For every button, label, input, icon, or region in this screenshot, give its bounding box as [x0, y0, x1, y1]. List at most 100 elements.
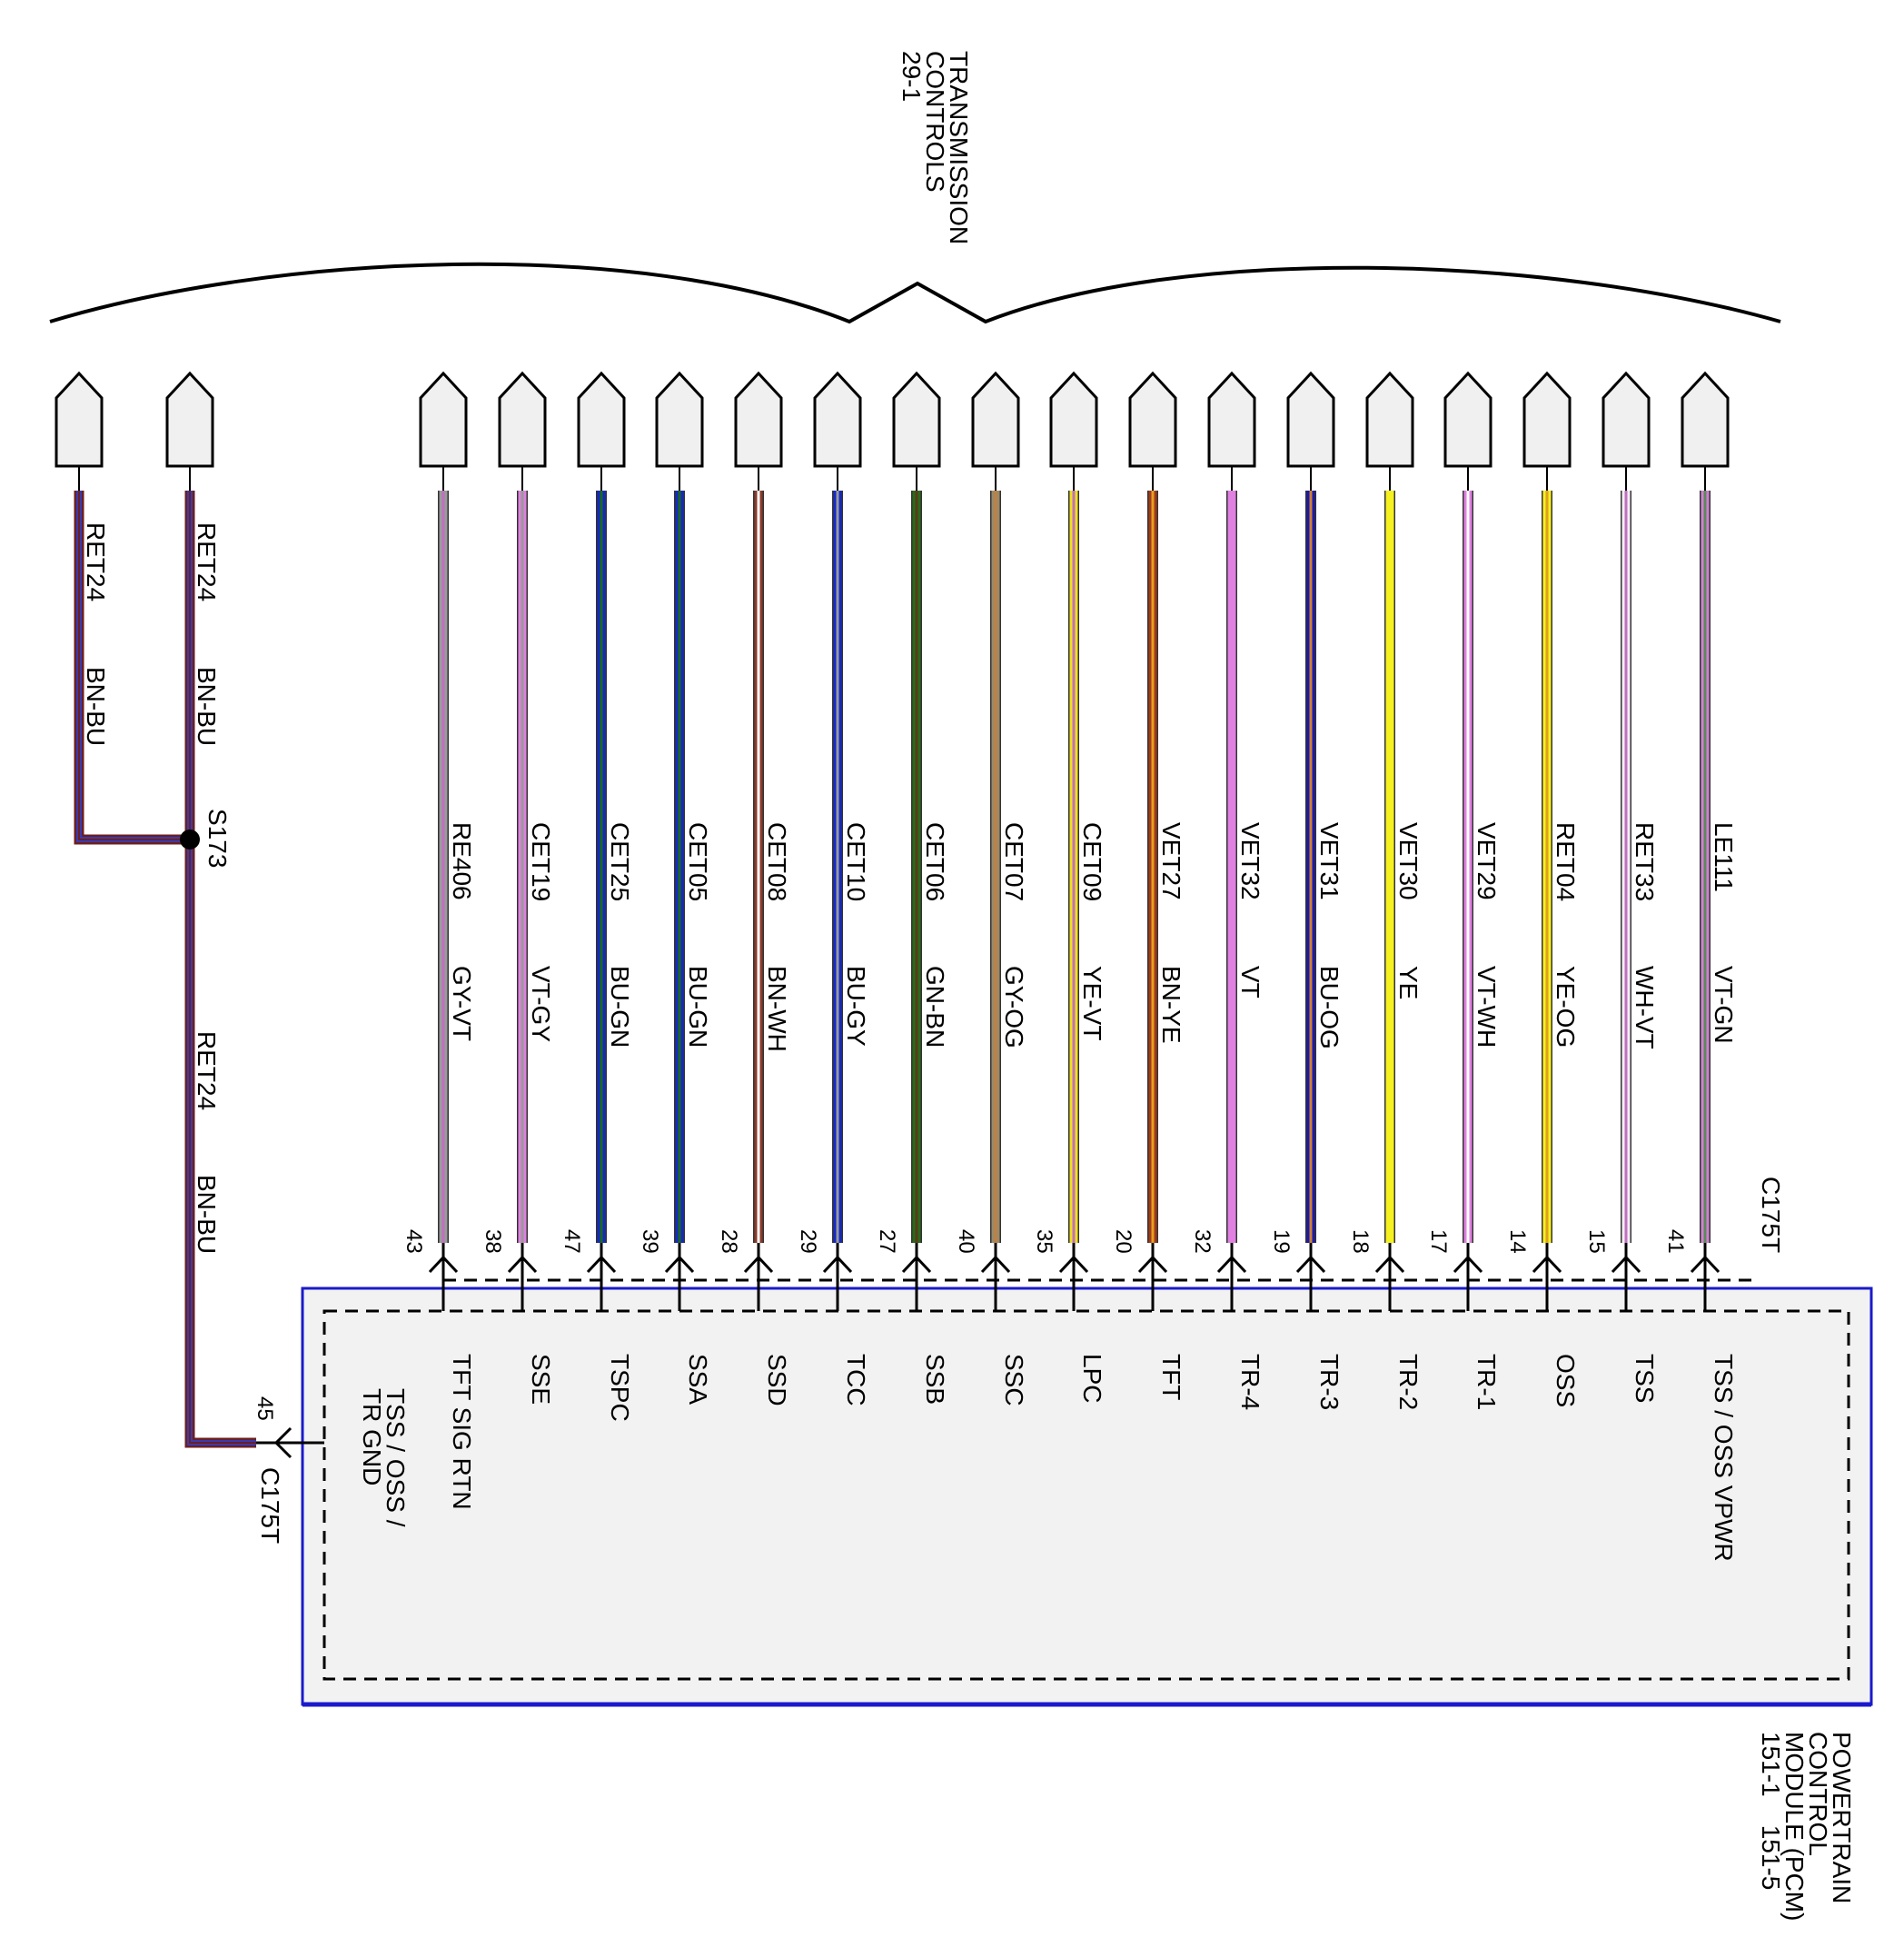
- ground-pin-45-terminal: [256, 1426, 324, 1459]
- wire-circuit-label: CET19: [527, 822, 555, 901]
- wire-color-label: VT-GY: [527, 966, 555, 1042]
- terminal-arrow: [1532, 1255, 1562, 1274]
- ground-wire-2-color: BN-BU: [193, 667, 221, 746]
- terminal-arrow: [664, 1255, 695, 1274]
- pin-number: 18: [1348, 1229, 1373, 1254]
- pin-function-label: TSPC: [606, 1354, 634, 1422]
- wire-color-label: BU-GN: [606, 966, 634, 1048]
- module-line-2: CONTROL: [1804, 1732, 1832, 1856]
- wire-circuit-label: VET31: [1315, 822, 1344, 900]
- pin-function-label: SSE: [527, 1354, 555, 1405]
- wire-circuit-label: VET32: [1236, 822, 1264, 900]
- pin-number: 40: [954, 1229, 978, 1254]
- ground-lower-color: BN-BU: [193, 1175, 221, 1254]
- pin-function-label: TR-4: [1236, 1354, 1264, 1410]
- header-line-1: TRANSMISSION: [945, 51, 973, 244]
- terminal-arrow: [1374, 1255, 1405, 1274]
- connector-ret04: [1522, 371, 1572, 468]
- wire-color-label: YE-VT: [1078, 966, 1106, 1040]
- pin-function-label: OSS: [1552, 1354, 1580, 1407]
- pin-number: 19: [1269, 1229, 1294, 1254]
- ground-function-line-2: TR GND: [358, 1388, 386, 1485]
- pin-number: 15: [1584, 1229, 1609, 1254]
- header-line-2: CONTROLS: [921, 51, 949, 193]
- wire-circuit-label: VET29: [1473, 822, 1501, 900]
- connector-cet05: [655, 371, 704, 468]
- wire-color-label: GY-VT: [448, 966, 476, 1041]
- terminal-arrow: [586, 1255, 617, 1274]
- ground-pin-number: 45: [253, 1396, 277, 1421]
- pin-number: 17: [1426, 1229, 1451, 1254]
- ground-connector-label: C175T: [256, 1467, 284, 1544]
- wire-color-label: GN-BN: [921, 966, 949, 1048]
- pin-number: 39: [638, 1229, 662, 1254]
- wire-color-label: VT: [1236, 966, 1264, 998]
- pin-number: 29: [796, 1229, 820, 1254]
- wire-circuit-label: CET06: [921, 822, 949, 901]
- terminal-arrow: [1216, 1255, 1247, 1274]
- pin-number: 43: [402, 1229, 426, 1254]
- wire-color-label: WH-VT: [1631, 966, 1659, 1049]
- terminal-arrow: [428, 1255, 459, 1274]
- module-line-1: POWERTRAIN: [1828, 1732, 1856, 1903]
- ground-wire-1-circuit: RET24: [82, 522, 110, 601]
- terminal-arrow: [507, 1255, 538, 1274]
- connector-vet30: [1365, 371, 1414, 468]
- wire-color-label: BU-GY: [842, 966, 870, 1047]
- connector-ret33: [1602, 371, 1651, 468]
- terminal-arrow: [901, 1255, 932, 1274]
- ground-connector-2: [165, 371, 214, 491]
- harness-brace: [49, 262, 1781, 324]
- pin-function-label: TSS / OSS VPWR: [1710, 1354, 1738, 1562]
- pin-function-label: SSB: [921, 1354, 949, 1405]
- connector-vet27: [1128, 371, 1177, 468]
- wire-circuit-label: RE406: [448, 822, 476, 900]
- wire-circuit-label: VET30: [1394, 822, 1423, 900]
- wire-circuit-label: LE111: [1710, 822, 1738, 892]
- ground-connector-1: [55, 371, 104, 491]
- pin-number: 27: [875, 1229, 899, 1254]
- pin-function-label: TFT SIG RTN: [448, 1354, 476, 1510]
- ground-circuit: RET24 BN-BU RET24 BN-BU S173 RET24 BN-BU…: [55, 371, 410, 1544]
- c175t-connector-label: C175T: [1757, 1177, 1785, 1253]
- pin-number: 47: [560, 1229, 584, 1254]
- header-line-3: 29-1: [897, 51, 926, 102]
- pin-function-label: SSD: [763, 1354, 791, 1406]
- pin-function-label: TCC: [842, 1354, 870, 1406]
- pin-number: 32: [1190, 1229, 1215, 1254]
- wire-circuit-label: CET25: [606, 822, 634, 901]
- terminal-arrow: [1453, 1255, 1483, 1274]
- connector-cet09: [1049, 371, 1098, 468]
- wire-circuit-label: CET05: [684, 822, 712, 901]
- wire-circuit-label: CET07: [1000, 822, 1028, 901]
- pin-function-label: TSS: [1631, 1354, 1659, 1403]
- connector-le111: [1681, 371, 1730, 468]
- pcm-module: [301, 1286, 1873, 1707]
- module-line-4: 151-1 151-5: [1757, 1732, 1785, 1890]
- ground-wire-1: [74, 491, 190, 845]
- wire-color-label: BU-OG: [1315, 966, 1344, 1049]
- ground-wire-1-color: BN-BU: [82, 667, 110, 746]
- ground-lower-circuit: RET24: [193, 1031, 221, 1110]
- wire-color-label: BN-WH: [763, 966, 791, 1052]
- wire-circuit-label: CET09: [1078, 822, 1106, 901]
- wire-circuit-label: CET08: [763, 822, 791, 901]
- pin-function-label: SSA: [684, 1354, 712, 1405]
- connector-vet29: [1443, 371, 1492, 468]
- connector-re406: [419, 371, 468, 468]
- module-line-3: MODULE (PCM): [1780, 1732, 1809, 1921]
- pin-function-label: TR-2: [1394, 1354, 1423, 1410]
- wire-color-label: VT-GN: [1710, 966, 1738, 1044]
- pin-number: 14: [1505, 1229, 1530, 1254]
- terminal-arrow: [1137, 1255, 1168, 1274]
